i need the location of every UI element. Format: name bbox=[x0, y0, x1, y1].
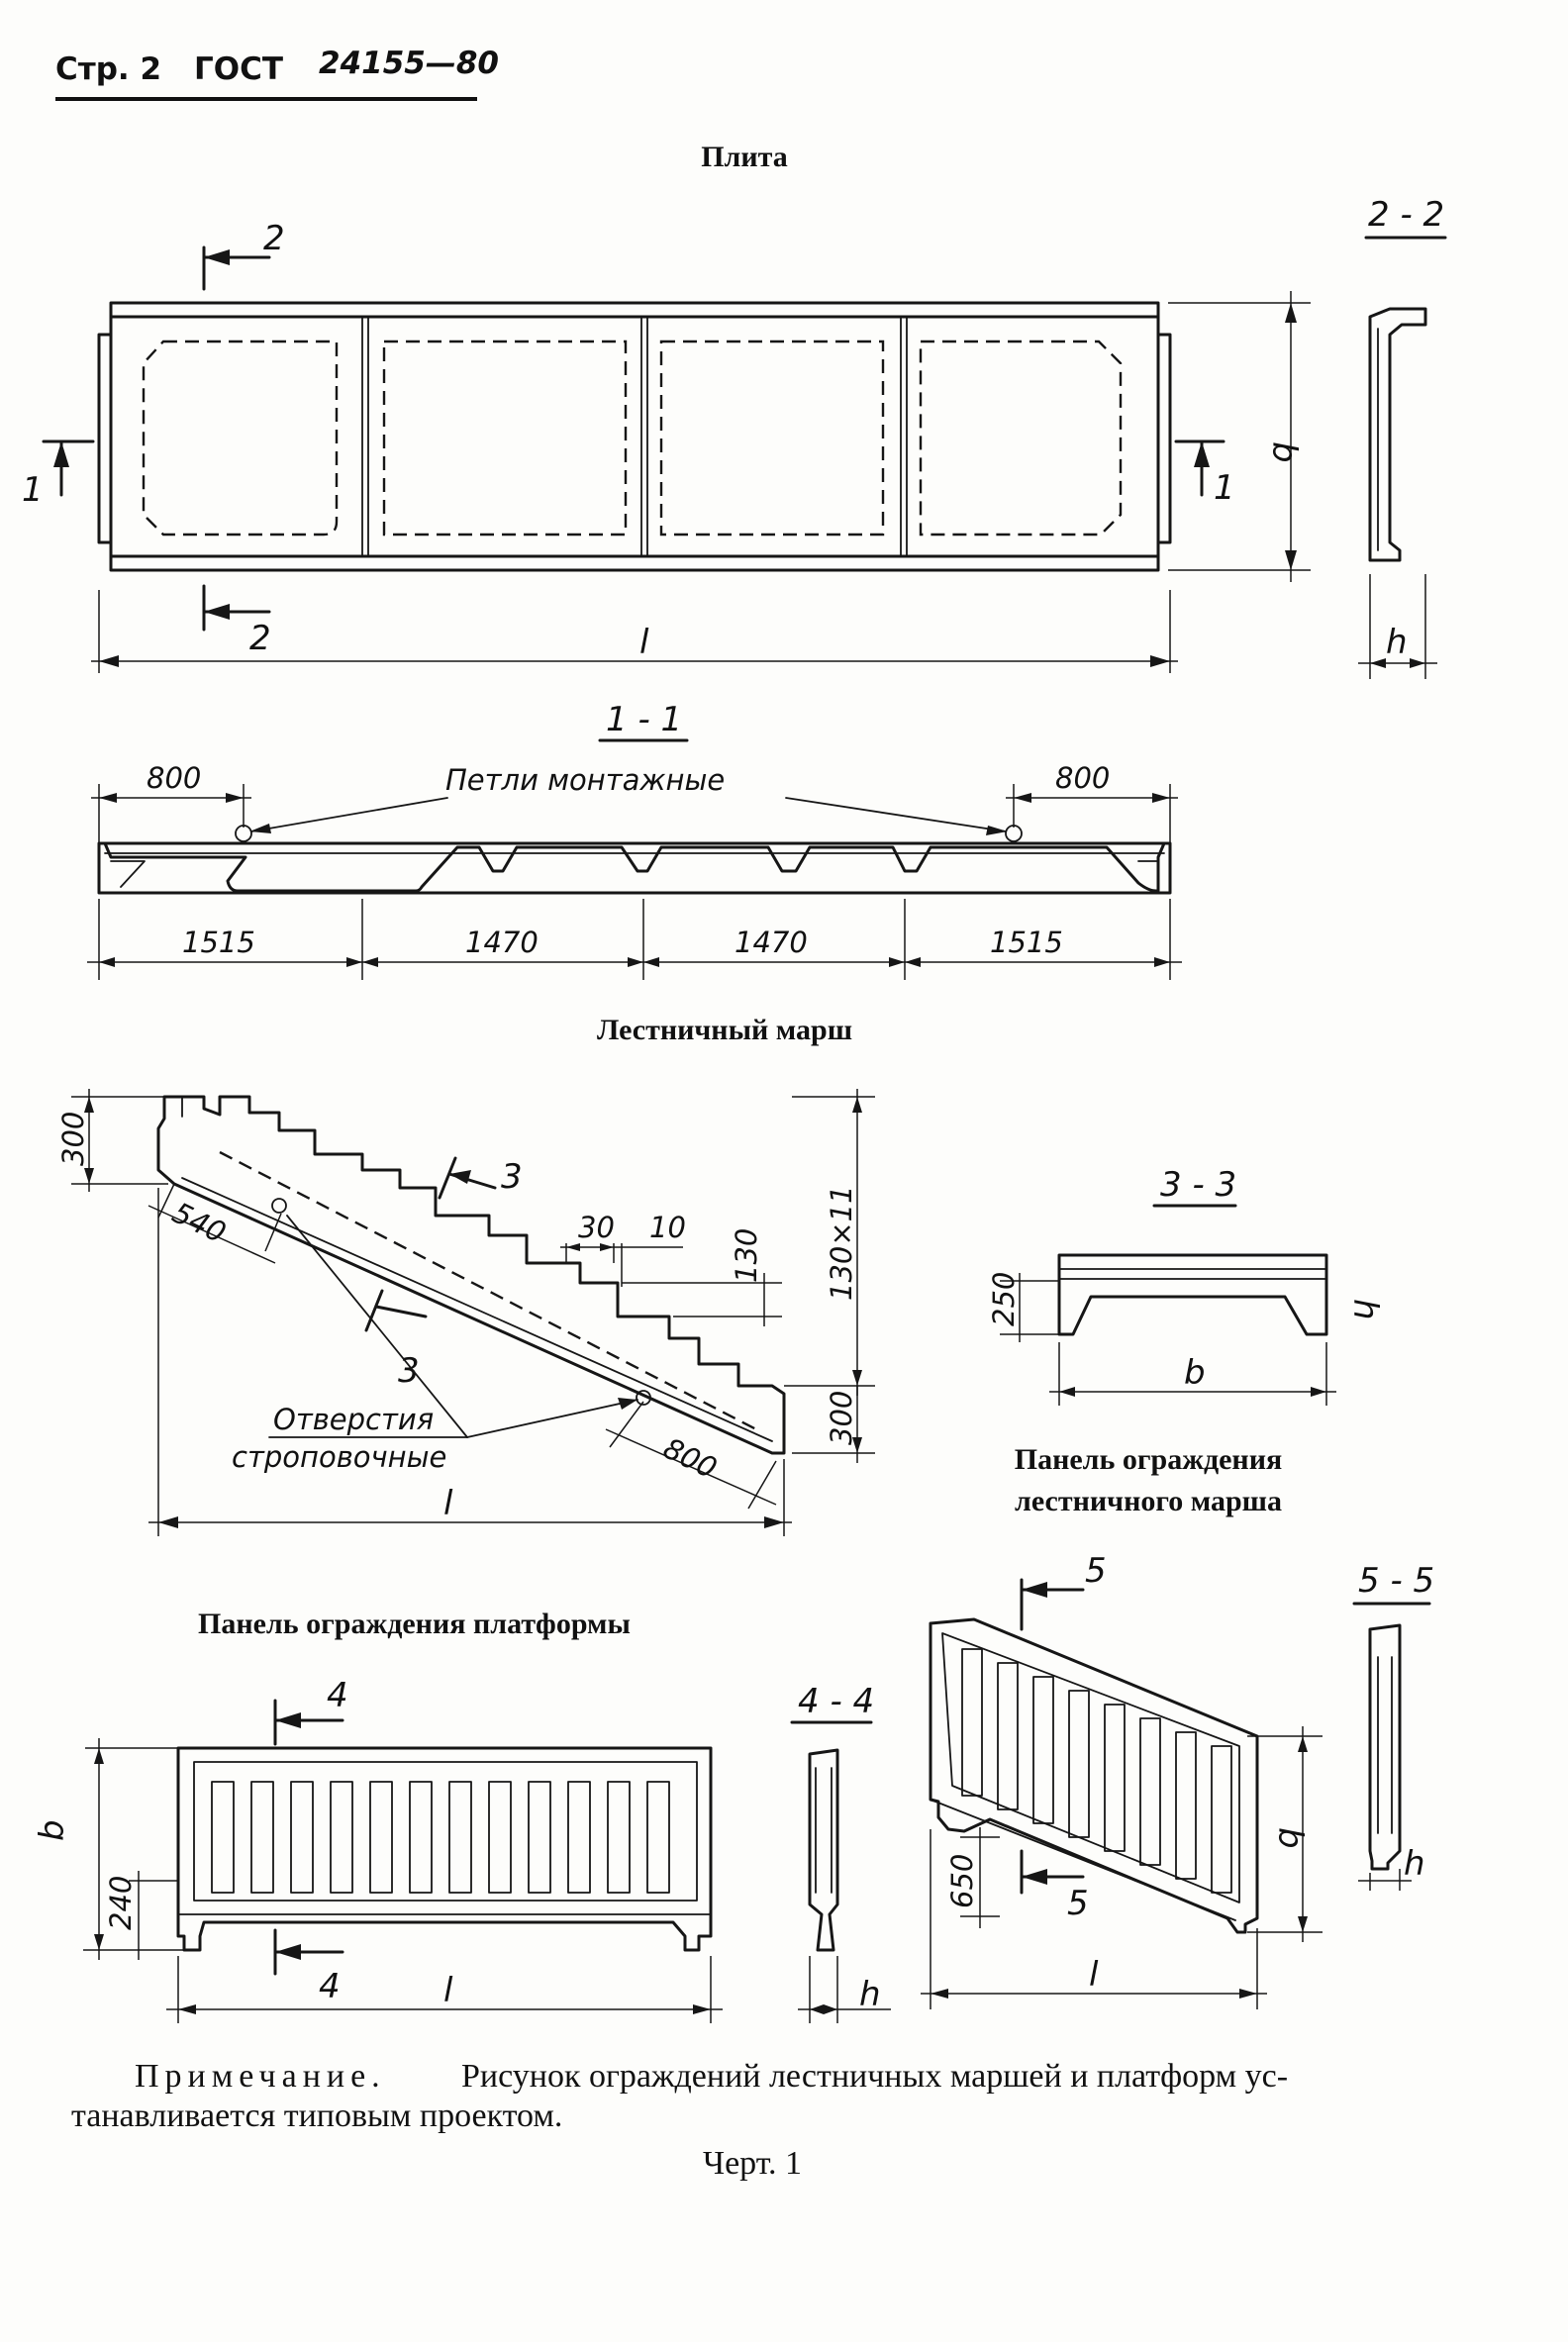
section-4-4: 4 - 4 h bbox=[790, 1682, 891, 2023]
note-line-1: Рисунок ограждений лестничных маршей и п… bbox=[461, 2058, 1288, 2095]
section-5-top-label: 5 bbox=[1085, 1551, 1107, 1591]
stair-rail-balusters bbox=[961, 1648, 1232, 1894]
section-1-left-label: 1 bbox=[22, 470, 44, 510]
slab-length-label: l bbox=[639, 623, 649, 662]
stair-rail-b: b bbox=[1270, 1827, 1310, 1849]
stair-length-label: l bbox=[443, 1484, 453, 1523]
segment-2: 1470 bbox=[465, 926, 539, 959]
stair-rail-l: l bbox=[1089, 1955, 1099, 1995]
loop-offset-right: 800 bbox=[1055, 761, 1110, 795]
stair-flight: Лестничный марш 3 3 300 540 800 30 10 13… bbox=[56, 1014, 875, 1536]
section-2-bottom-label: 2 bbox=[249, 619, 271, 658]
platform-rail-outline bbox=[176, 1746, 713, 1952]
section-5-5-h: h bbox=[1404, 1844, 1425, 1884]
slab-height-label: h bbox=[1386, 623, 1408, 662]
section-3-bottom-label: 3 bbox=[398, 1351, 420, 1391]
stair-bottom-height: 300 bbox=[825, 1391, 858, 1445]
platform-rail-b: b bbox=[33, 1819, 72, 1841]
platform-rail-l: l bbox=[443, 1971, 453, 2010]
section-3-top-label: 3 bbox=[501, 1157, 523, 1197]
section-1-1-title: 1 - 1 bbox=[606, 700, 682, 739]
page-number: Стр. 2 bbox=[55, 51, 161, 87]
section-3-3-height: h bbox=[1345, 1299, 1385, 1320]
rib-panel-2 bbox=[382, 340, 628, 537]
platform-rail-panel: Панель ограждения платформы 4 4 bbox=[33, 1608, 723, 2023]
stair-riser: 130 bbox=[730, 1228, 763, 1283]
section-5-bottom-label: 5 bbox=[1067, 1884, 1089, 1923]
stair-top-height: 300 bbox=[56, 1112, 90, 1166]
platform-rail-title: Панель ограждения платформы bbox=[198, 1608, 631, 1640]
slab-title: Плита bbox=[701, 141, 788, 173]
section-4-top-label: 4 bbox=[327, 1676, 348, 1715]
slab-longitudinal-section bbox=[103, 841, 1166, 893]
note-line-2: танавливается типовым проектом. bbox=[71, 2098, 562, 2134]
section-1-right-label: 1 bbox=[1214, 468, 1235, 508]
holes-label-line1: Отверстия bbox=[273, 1403, 434, 1436]
standard-name: ГОСТ bbox=[194, 51, 283, 87]
section-4-4-h: h bbox=[859, 1975, 881, 2014]
stair-title: Лестничный марш bbox=[597, 1014, 852, 1046]
stair-rail-panel: Панель ограждения лестничного марша 5 5 … bbox=[921, 1443, 1323, 2009]
platform-rail-240: 240 bbox=[104, 1876, 138, 1930]
section-2-2-title: 2 - 2 bbox=[1368, 195, 1444, 235]
lifting-loop-right bbox=[1005, 825, 1023, 842]
standard-number: 24155—80 bbox=[319, 46, 499, 81]
section-5-5: 5 - 5 h bbox=[1352, 1561, 1434, 1891]
stair-rail-title-2: лестничного марша bbox=[1015, 1485, 1282, 1517]
section-3-3-width: b bbox=[1184, 1353, 1206, 1393]
slab-cross-section bbox=[1368, 307, 1427, 562]
stair-rail-650: 650 bbox=[945, 1854, 979, 1908]
stair-rail-cross-section bbox=[1368, 1623, 1402, 1871]
segment-3: 1470 bbox=[735, 926, 808, 959]
rib-panel-4 bbox=[919, 340, 1123, 537]
note-block: Примечание. Рисунок ограждений лестничны… bbox=[71, 2058, 1288, 2182]
stair-dim-10: 10 bbox=[649, 1211, 686, 1244]
stair-profile bbox=[156, 1095, 786, 1455]
section-5-5-title: 5 - 5 bbox=[1358, 1561, 1434, 1601]
stair-rail-title-1: Панель ограждения bbox=[1015, 1443, 1282, 1476]
stair-rise-total: 130×11 bbox=[825, 1185, 858, 1301]
figure-caption: Черт. 1 bbox=[703, 2145, 802, 2182]
section-2-top-label: 2 bbox=[263, 219, 285, 258]
rib-panel-1 bbox=[142, 340, 339, 537]
stair-cross-section bbox=[1057, 1253, 1328, 1336]
note-prefix: Примечание. bbox=[135, 2058, 386, 2095]
hole-upper bbox=[271, 1198, 287, 1214]
section-4-bottom-label: 4 bbox=[319, 1967, 341, 2006]
section-3-3: 3 - 3 250 b h bbox=[987, 1165, 1385, 1406]
stair-rail-outline bbox=[929, 1617, 1259, 1934]
platform-rail-balusters bbox=[211, 1781, 670, 1894]
loop-offset-left: 800 bbox=[147, 761, 201, 795]
slab-plan: Плита 2 2 1 1 bbox=[22, 141, 1311, 673]
section-2-2: 2 - 2 h bbox=[1358, 195, 1447, 679]
segment-4: 1515 bbox=[990, 926, 1063, 959]
stair-dim-30: 30 bbox=[578, 1211, 615, 1244]
section-4-4-title: 4 - 4 bbox=[798, 1682, 874, 1721]
section-3-3-title: 3 - 3 bbox=[1160, 1165, 1236, 1205]
platform-rail-cross-section bbox=[808, 1748, 839, 1952]
section-3-3-250: 250 bbox=[987, 1272, 1021, 1326]
hole-lower bbox=[636, 1390, 651, 1406]
slab-outline bbox=[109, 301, 1160, 572]
slab-width-label: b bbox=[1264, 441, 1304, 463]
page-header: Стр. 2 ГОСТ 24155—80 bbox=[55, 46, 499, 101]
rib-panel-3 bbox=[659, 340, 885, 537]
holes-label-line2: строповочные bbox=[232, 1440, 446, 1474]
loops-label: Петли монтажные bbox=[445, 763, 725, 797]
lifting-loop-left bbox=[235, 825, 252, 842]
segment-1: 1515 bbox=[182, 926, 255, 959]
section-1-1: 1 - 1 Петли монтажные 800 800 bbox=[87, 700, 1182, 980]
